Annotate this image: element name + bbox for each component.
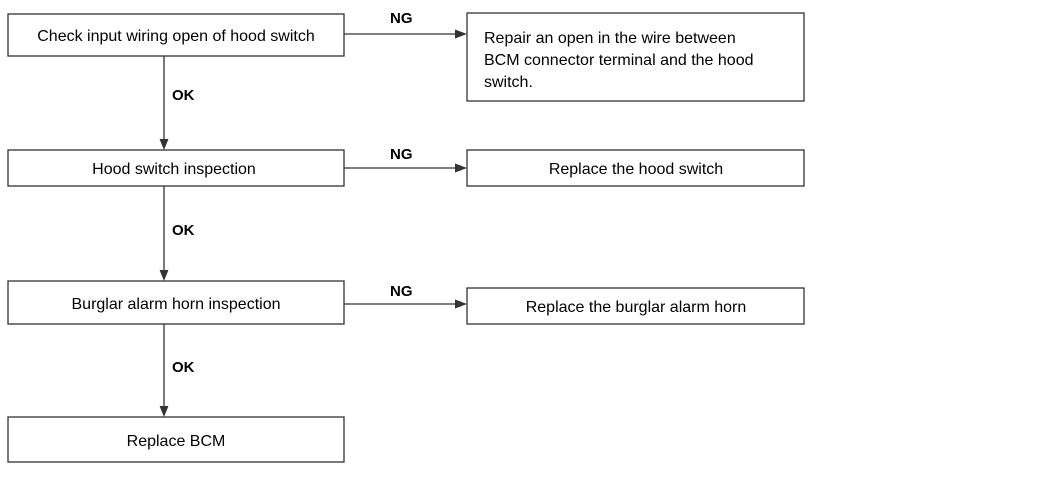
action-replace-hood-switch-label: Replace the hood switch — [549, 161, 723, 178]
step-horn-inspection-box — [7, 280, 345, 325]
action-replace-horn-label: Replace the burglar alarm horn — [526, 299, 747, 316]
step-horn-inspection: Burglar alarm horn inspection — [7, 280, 345, 325]
edge-ng-3: NG — [344, 283, 467, 309]
step-hood-switch-inspection-box — [7, 149, 345, 187]
edge-ng-1: NG — [344, 10, 467, 39]
edge-ok-2-label: OK — [172, 222, 195, 239]
action-replace-horn: Replace the burglar alarm horn — [466, 287, 805, 325]
step-check-wiring-box — [7, 13, 345, 57]
edge-ng-1-label: NG — [390, 10, 413, 27]
action-repair-wire-line-1: Repair an open in the wire between — [484, 30, 736, 47]
edge-ng-3-arrowhead — [455, 299, 467, 309]
edge-ok-3-label: OK — [172, 359, 195, 376]
action-replace-hood-switch-box — [466, 149, 805, 187]
edge-ng-2-label: NG — [390, 146, 413, 163]
step-check-wiring: Check input wiring open of hood switch — [7, 13, 345, 57]
step-replace-bcm-box — [7, 416, 345, 463]
step-check-wiring-label: Check input wiring open of hood switch — [37, 28, 315, 45]
action-repair-wire-line-2: BCM connector terminal and the hood — [484, 52, 753, 69]
edge-ok-2: OK — [159, 186, 195, 281]
edge-ok-1-arrowhead — [159, 139, 169, 150]
step-horn-inspection-label: Burglar alarm horn inspection — [72, 296, 281, 313]
action-repair-wire-line-3: switch. — [484, 74, 533, 91]
edge-ng-2-arrowhead — [455, 163, 467, 173]
edge-ok-3: OK — [159, 324, 195, 417]
edge-ng-1-arrowhead — [455, 29, 467, 39]
edge-ok-1-label: OK — [172, 87, 195, 104]
step-hood-switch-inspection: Hood switch inspection — [7, 149, 345, 187]
action-replace-hood-switch: Replace the hood switch — [466, 149, 805, 187]
action-repair-wire-box — [466, 12, 805, 102]
edge-ng-3-label: NG — [390, 283, 413, 300]
step-replace-bcm: Replace BCM — [7, 416, 345, 463]
step-hood-switch-inspection-label: Hood switch inspection — [92, 161, 256, 178]
action-replace-horn-box — [466, 287, 805, 325]
edge-ok-1: OK — [159, 56, 195, 150]
edge-ok-2-arrowhead — [159, 270, 169, 281]
step-replace-bcm-label: Replace BCM — [127, 433, 226, 450]
edge-ng-2: NG — [344, 146, 467, 173]
edge-ok-3-arrowhead — [159, 406, 169, 417]
action-repair-wire: Repair an open in the wire between BCM c… — [466, 12, 805, 102]
